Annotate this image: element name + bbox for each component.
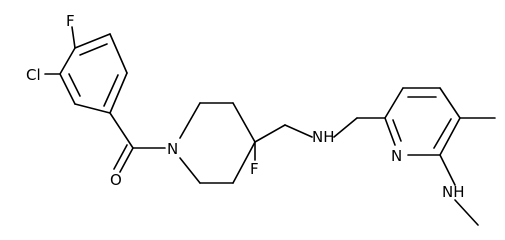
n-methyl-bond <box>454 199 479 226</box>
ch2-linker-bond-1 <box>254 124 286 143</box>
atom-label-cl: Cl <box>26 66 41 84</box>
atom-label-f-piperidine: F <box>250 160 259 178</box>
atom-label-n-pyridine: N <box>391 147 402 165</box>
ch2-linker-bond-2 <box>284 124 313 138</box>
aryl-fluorine-bond <box>71 26 76 49</box>
benzene-ring <box>59 33 128 114</box>
carbonyl-double-bond-b <box>113 144 128 170</box>
aryl-carbonyl-bond <box>109 112 134 149</box>
methylamino-bond <box>439 154 456 186</box>
atom-label-nh-methylamino: NH <box>442 183 465 201</box>
carbonyl-double-bond-a <box>119 147 134 173</box>
atom-label-n-piperidine: N <box>167 140 178 158</box>
pyridine-ring <box>384 87 461 156</box>
molecule-canvas: F Cl O N F NH N NH <box>26 12 496 226</box>
chemical-structure-diagram: F Cl O N F NH N NH <box>26 12 496 226</box>
piperidine-ring <box>179 102 256 184</box>
amine-ch2-bond-1 <box>333 117 358 138</box>
atom-label-nh-amine: NH <box>312 128 335 146</box>
atom-label-o: O <box>110 171 122 189</box>
atom-label-f-aryl: F <box>66 12 75 30</box>
